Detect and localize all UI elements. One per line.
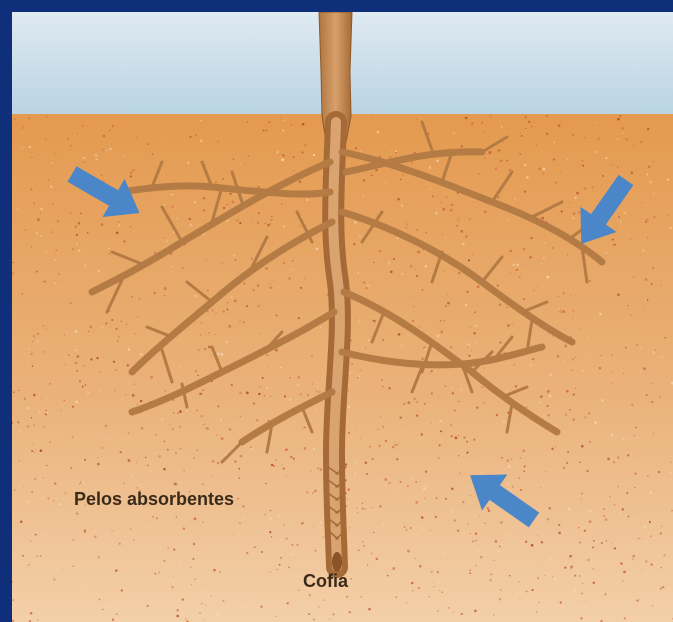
label-root-hairs: Pelos absorbentes <box>74 489 234 509</box>
root-diagram: Pelos absorbentes Cofia <box>12 12 673 622</box>
label-root-cap: Cofia <box>303 571 349 591</box>
diagram-stage: Pelos absorbentes Cofia <box>12 12 673 622</box>
root-cap <box>332 552 342 572</box>
